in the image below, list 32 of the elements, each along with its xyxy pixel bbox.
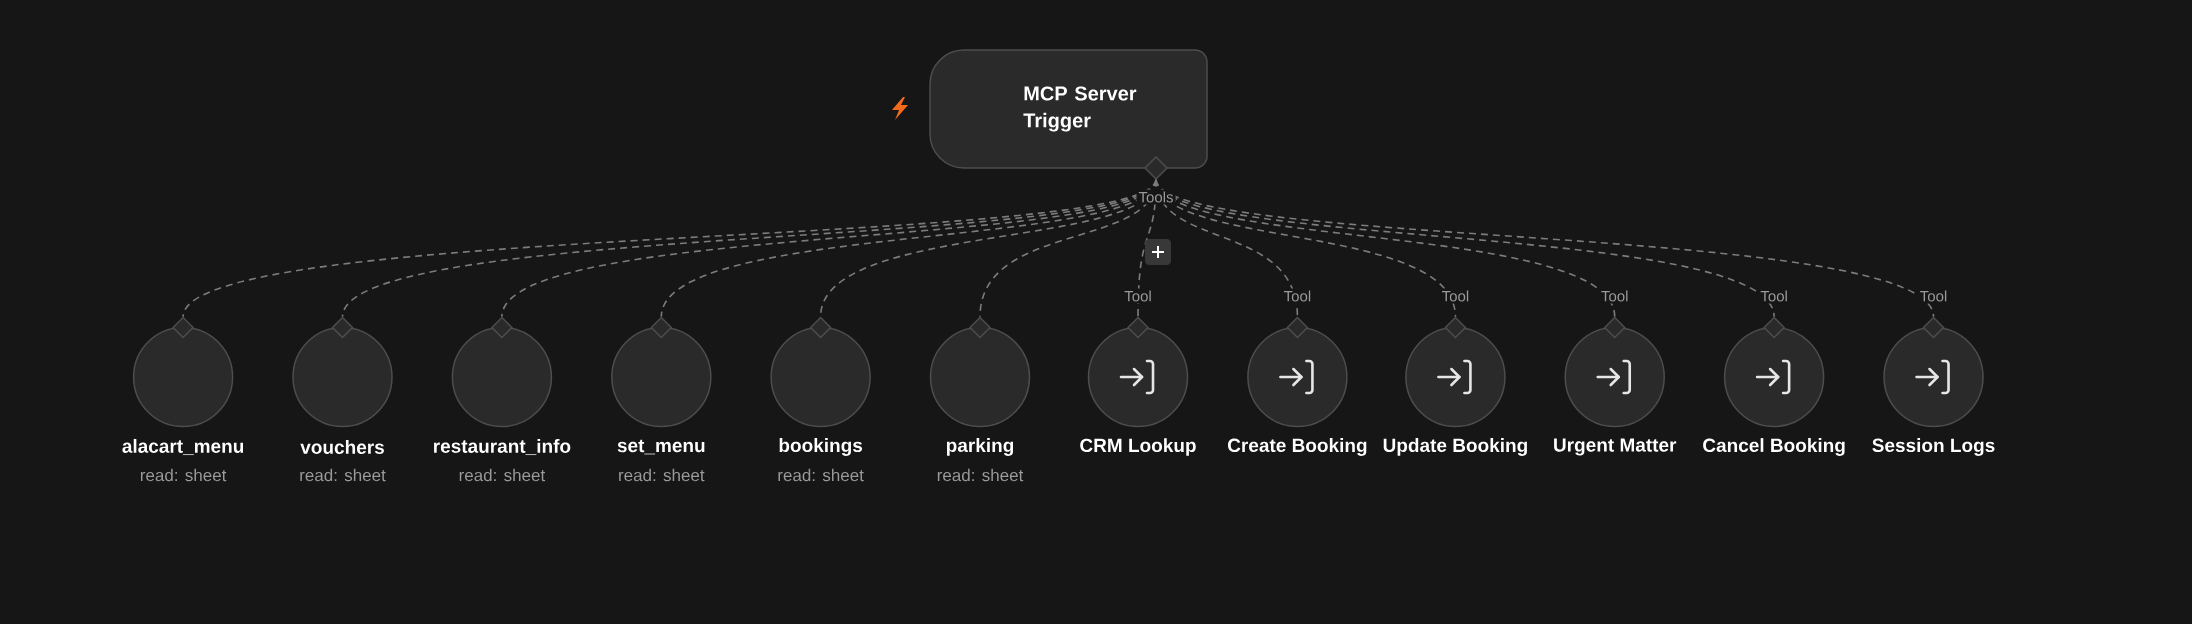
node-subtitle: read: sheet — [619, 468, 705, 482]
node-subtitle: read: sheet — [937, 468, 1024, 482]
trigger-node: MCP Server Trigger — [929, 49, 1208, 169]
port-label: Tool — [1598, 288, 1631, 304]
node-title: parking — [946, 438, 1014, 456]
node-subtitle: read: sheet — [459, 468, 546, 482]
port-diamond — [809, 316, 832, 339]
node-subtitle: read: sheet — [778, 468, 864, 482]
node-title: Cancel Booking — [1703, 438, 1845, 456]
port-label: Tool — [1122, 288, 1154, 304]
node-title: CRM Lookup — [1080, 438, 1196, 456]
port-label: Tool — [1917, 288, 1950, 304]
port-label: Tool — [1758, 288, 1790, 304]
port-diamond — [650, 316, 673, 339]
node-title: Create Booking — [1228, 438, 1367, 456]
port-diamond — [172, 316, 195, 339]
port-diamond — [331, 316, 354, 339]
node-title: Urgent Matter — [1554, 438, 1677, 456]
port-label: Tools — [1136, 189, 1176, 205]
node-title: Session Logs — [1872, 438, 1995, 456]
node-subtitle: read: sheet — [300, 468, 386, 482]
node-title: restaurant_info — [434, 438, 571, 456]
node-title: bookings — [779, 438, 863, 456]
connector-line — [1155, 178, 1935, 318]
connector-line — [1155, 178, 1616, 318]
node-title: alacart_menu — [122, 438, 244, 456]
node-title: Update Booking — [1383, 438, 1527, 456]
node-subtitle: read: sheet — [140, 468, 227, 482]
node-title: set_menu — [617, 439, 705, 455]
node-title: vouchers — [300, 440, 384, 454]
port-label: Tool — [1281, 288, 1314, 304]
port-label: Tool — [1439, 288, 1472, 304]
